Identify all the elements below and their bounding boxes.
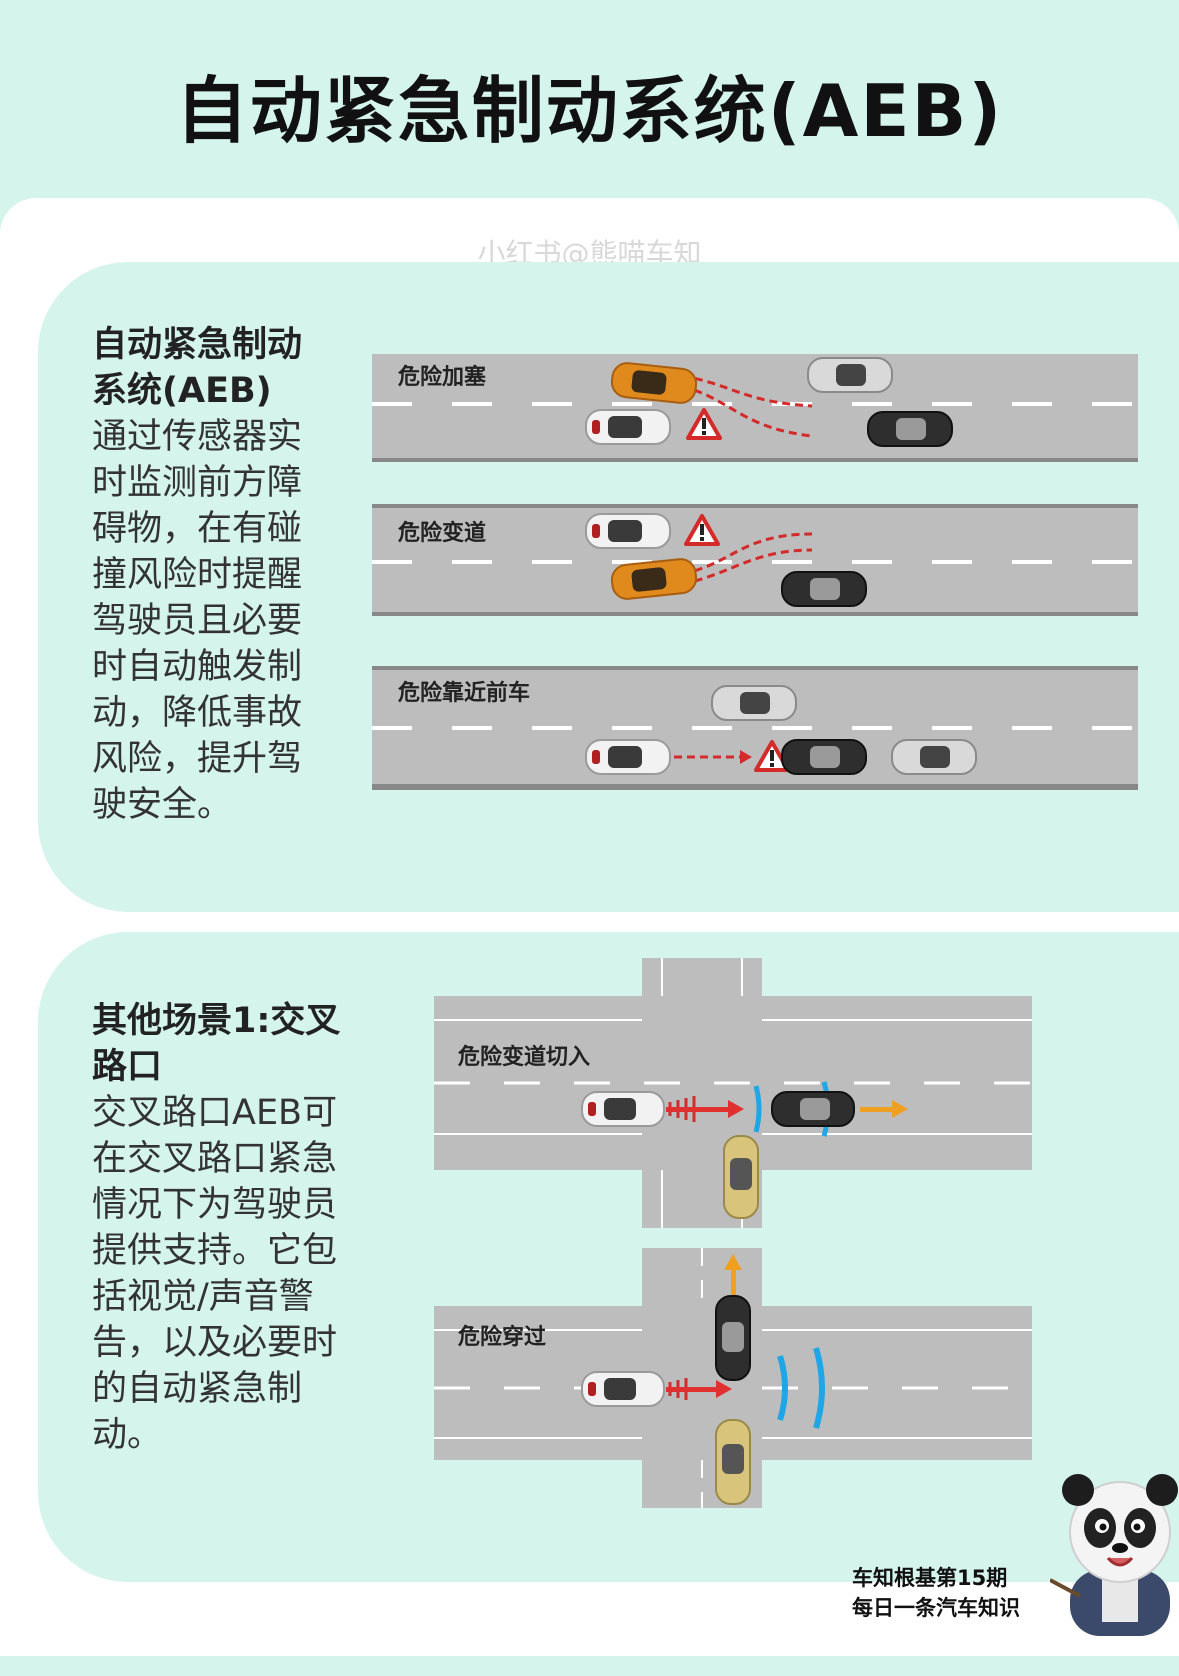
road-lane-change: 危险变道 [372, 504, 1138, 616]
section-2-description: 其他场景1:交叉路口 交叉路口AEB可在交叉路口紧急情况下为驾驶员提供支持。它包… [92, 998, 342, 1458]
intersection-cut-in: 危险变道切入 [434, 958, 1032, 1228]
label-cut-in: 危险加塞 [398, 364, 487, 390]
highway-scenarios-diagram: 危险加塞 危险变道 危险靠近前车 [372, 354, 1138, 790]
section-2-heading: 其他场景1:交叉路口 [92, 1001, 341, 1087]
footer-tagline: 每日一条汽车知识 [852, 1596, 1020, 1620]
section-2-body: 交叉路口AEB可在交叉路口紧急情况下为驾驶员提供支持。它包括视觉/声音警告，以及… [92, 1093, 338, 1455]
section-1-description: 自动紧急制动系统(AEB) 通过传感器实时监测前方障碍物，在有碰撞风险时提醒驾驶… [92, 322, 322, 828]
section-1-heading: 自动紧急制动系统(AEB) [92, 325, 303, 411]
footer-episode: 车知根基第15期 [852, 1566, 1008, 1590]
label-crossing: 危险穿过 [458, 1324, 546, 1350]
road-approach: 危险靠近前车 [372, 666, 1138, 790]
label-approach: 危险靠近前车 [398, 680, 530, 706]
label-cut-in-intersection: 危险变道切入 [458, 1044, 590, 1070]
section-1-body: 通过传感器实时监测前方障碍物，在有碰撞风险时提醒驾驶员且必要时自动触发制动，降低… [92, 417, 303, 825]
intersection-scenarios-diagram: 危险变道切入 危险穿过 [434, 958, 1032, 1508]
intersection-crossing: 危险穿过 [434, 1248, 1032, 1508]
panda-mascot-icon [1050, 1474, 1178, 1636]
page-title: 自动紧急制动系统(AEB) [175, 69, 1004, 153]
road-cut-in: 危险加塞 [372, 354, 1138, 462]
label-lane-change: 危险变道 [398, 520, 486, 546]
